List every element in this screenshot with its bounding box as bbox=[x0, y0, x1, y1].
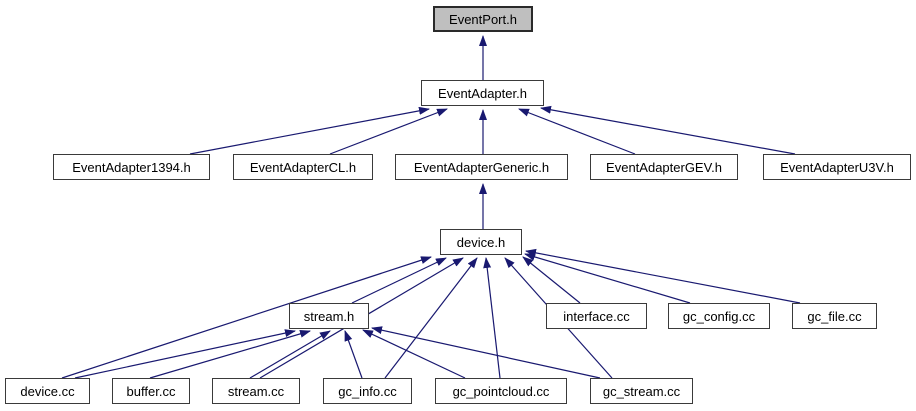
graph-node-buffer-cc[interactable]: buffer.cc bbox=[112, 378, 190, 404]
graph-node-stream-cc[interactable]: stream.cc bbox=[212, 378, 300, 404]
edge-gc-info-cc-to-device-h bbox=[384, 257, 478, 379]
edge-device-cc-to-device-h bbox=[61, 256, 432, 379]
graph-node-gc-stream-cc[interactable]: gc_stream.cc bbox=[590, 378, 693, 404]
graph-node-gc-info-cc[interactable]: gc_info.cc bbox=[323, 378, 412, 404]
edge-eventadaptergev-h-to-eventadapter-h bbox=[518, 108, 636, 155]
graph-node-eventadapter1394-h[interactable]: EventAdapter1394.h bbox=[53, 154, 210, 180]
graph-node-eventport-h[interactable]: EventPort.h bbox=[433, 6, 533, 32]
graph-node-eventadaptergeneric-h[interactable]: EventAdapterGeneric.h bbox=[395, 154, 568, 180]
edge-gc-config-cc-to-device-h bbox=[524, 253, 691, 304]
edge-eventadapter1394-h-to-eventadapter-h bbox=[189, 106, 430, 155]
edge-gc-info-cc-to-stream-h bbox=[344, 330, 363, 379]
graph-node-eventadapter-h[interactable]: EventAdapter.h bbox=[421, 80, 544, 106]
graph-node-gc-pointcloud-cc[interactable]: gc_pointcloud.cc bbox=[435, 378, 567, 404]
edge-gc-file-cc-to-device-h bbox=[525, 248, 801, 304]
edge-buffer-cc-to-stream-h bbox=[149, 329, 311, 379]
edge-stream-h-to-device-h bbox=[351, 257, 447, 304]
graph-node-interface-cc[interactable]: interface.cc bbox=[546, 303, 647, 329]
edge-gc-pointcloud-cc-to-stream-h bbox=[362, 329, 466, 379]
edge-device-cc-to-stream-h bbox=[74, 329, 296, 379]
edge-stream-cc-to-stream-h bbox=[249, 330, 331, 379]
graph-node-device-h[interactable]: device.h bbox=[440, 229, 522, 255]
edge-interface-cc-to-device-h bbox=[522, 256, 581, 304]
edge-gc-pointcloud-cc-to-device-h bbox=[483, 257, 501, 379]
graph-node-gc-config-cc[interactable]: gc_config.cc bbox=[668, 303, 770, 329]
graph-node-eventadapteru3v-h[interactable]: EventAdapterU3V.h bbox=[763, 154, 911, 180]
edge-eventadaptercl-h-to-eventadapter-h bbox=[329, 108, 448, 155]
graph-node-device-cc[interactable]: device.cc bbox=[5, 378, 90, 404]
graph-node-gc-file-cc[interactable]: gc_file.cc bbox=[792, 303, 877, 329]
graph-node-eventadaptercl-h[interactable]: EventAdapterCL.h bbox=[233, 154, 373, 180]
edge-eventadapteru3v-h-to-eventadapter-h bbox=[540, 105, 796, 155]
graph-node-eventadaptergev-h[interactable]: EventAdapterGEV.h bbox=[590, 154, 738, 180]
edge-gc-stream-cc-to-stream-h bbox=[371, 326, 601, 379]
graph-node-stream-h[interactable]: stream.h bbox=[289, 303, 369, 329]
